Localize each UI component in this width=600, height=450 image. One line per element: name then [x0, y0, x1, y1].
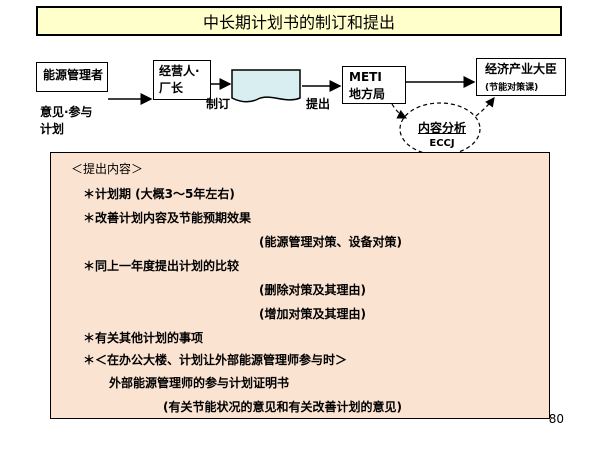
minister-note: (节能对策课) — [485, 83, 539, 93]
minister-label: 经济产业大臣 — [485, 62, 558, 76]
opinion-line-1: 意见·参与 — [40, 105, 93, 119]
content-line-2: ＊改善计划内容及节能预期效果 — [83, 211, 252, 225]
arrow-meti-to-analysis — [391, 103, 408, 119]
energy-manager-box: 能源管理者 — [36, 62, 108, 92]
opinion-line-2: 计划 — [40, 122, 65, 136]
energy-manager-label: 能源管理者 — [43, 68, 104, 82]
content-line-10: (有关节能状况的意见和有关改善计划的意见) — [163, 400, 402, 414]
content-line-7: ＊有关其他计划的事项 — [83, 331, 204, 345]
submit-label: 提出 — [306, 97, 331, 111]
arrow-analysis-to-minister — [475, 97, 495, 117]
operator-box: 经营人· 厂长 — [153, 60, 211, 100]
content-line-8: ＊＜在办公大楼、计划让外部能源管理师参与时＞ — [83, 353, 348, 367]
make-label: 制订 — [206, 97, 231, 111]
meti-line-1: METI — [349, 70, 382, 84]
page-title: 中长期计划书的制订和提出 — [36, 6, 562, 36]
plan-doc-label: 计划书 — [242, 77, 282, 92]
minister-box: 经济产业大臣 (节能对策课) — [476, 58, 566, 96]
page-title-text: 中长期计划书的制订和提出 — [202, 13, 395, 32]
analysis-label: 内容分析 ECCJ — [404, 120, 480, 150]
content-line-9: 外部能源管理师的参与计划证明书 — [109, 376, 290, 390]
opinion-label: 意见·参与 计划 — [40, 104, 93, 138]
analysis-text: 内容分析 — [417, 121, 466, 135]
content-line-4: ＊同上一年度提出计划的比较 — [83, 259, 240, 273]
content-line-3: (能源管理对策、设备对策) — [259, 235, 402, 249]
meti-line-2: 地方局 — [349, 87, 386, 101]
meti-box: METI 地方局 — [342, 66, 406, 104]
content-line-5: (删除对策及其理由) — [259, 283, 366, 297]
content-line-6: (增加对策及其理由) — [259, 307, 366, 321]
content-header: ＜提出内容＞ — [71, 162, 144, 176]
page-number: 80 — [548, 412, 564, 426]
eccj-text: ECCJ — [429, 138, 455, 149]
operator-line-2: 厂长 — [159, 81, 184, 95]
operator-line-1: 经营人· — [159, 64, 200, 78]
submission-content-box: ＜提出内容＞ ＊计划期 (大概3～5年左右) ＊改善计划内容及节能预期效果 (能… — [50, 152, 550, 419]
content-line-1: ＊计划期 (大概3～5年左右) — [83, 187, 235, 201]
